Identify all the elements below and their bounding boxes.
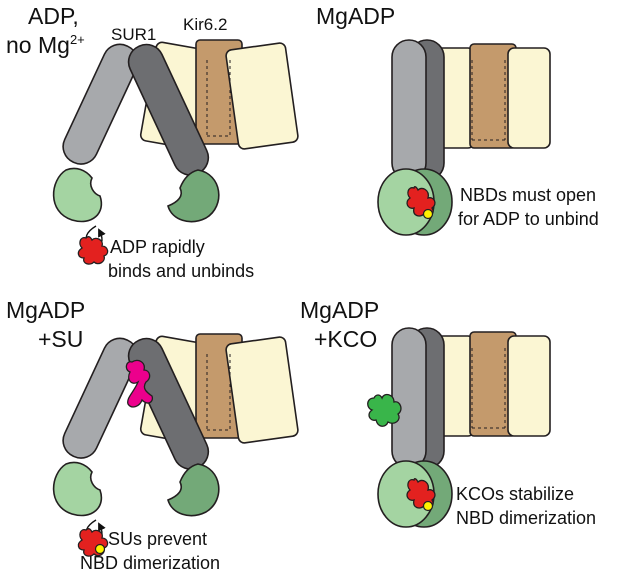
sur1-transporter [62, 43, 210, 176]
note-line1: ADP rapidly [110, 237, 205, 257]
nbd1-open [52, 461, 103, 517]
adp-molecule [77, 236, 109, 265]
condition-label-line1: MgADP [300, 297, 379, 323]
condition-label-line2: +KCO [314, 326, 377, 352]
su-molecule [125, 359, 154, 408]
panel-mgadp: MgADP NBDs must open for ADP to unbind [316, 3, 599, 236]
condition-label-line1: ADP, [28, 3, 79, 29]
mg-ion [422, 500, 434, 512]
kir62-channel [427, 43, 551, 149]
panel-mgadp-kco: MgADP +KCO KCOs stabilize NBD dimerizati… [300, 297, 596, 528]
mg-ion [422, 208, 434, 220]
condition-label-line1: MgADP [316, 3, 395, 29]
note-line2: for ADP to unbind [458, 209, 599, 229]
kir62-channel [427, 331, 551, 437]
nbd1-open [52, 167, 103, 223]
kir62-label: Kir6.2 [183, 15, 227, 34]
panel-mgadp-su: MgADP +SU SUs prevent NBD dimerization [6, 297, 299, 573]
nbd2-open [167, 463, 220, 517]
mg-ion [94, 543, 106, 555]
note-line1: NBDs must open [460, 185, 596, 205]
condition-label-line1: MgADP [6, 297, 85, 323]
sur1-transporter [391, 39, 445, 181]
sur1-transporter [391, 327, 445, 469]
note-line2: NBD dimerization [80, 553, 220, 573]
note-line1: KCOs stabilize [456, 484, 574, 504]
kco-molecule [367, 393, 402, 427]
nbd-dimer [377, 168, 453, 236]
condition-label-line2: +SU [38, 326, 83, 352]
note-line1: SUs prevent [108, 529, 207, 549]
note-line2: NBD dimerization [456, 508, 596, 528]
note-line2: binds and unbinds [108, 261, 254, 281]
sur1-label: SUR1 [111, 25, 156, 44]
panel-adp-no-mg: ADP, no Mg2+ SUR1 Kir6.2 ADP rapidly bin… [6, 3, 299, 281]
condition-label-line2: no Mg2+ [6, 32, 85, 58]
nbd2-open [167, 169, 220, 223]
